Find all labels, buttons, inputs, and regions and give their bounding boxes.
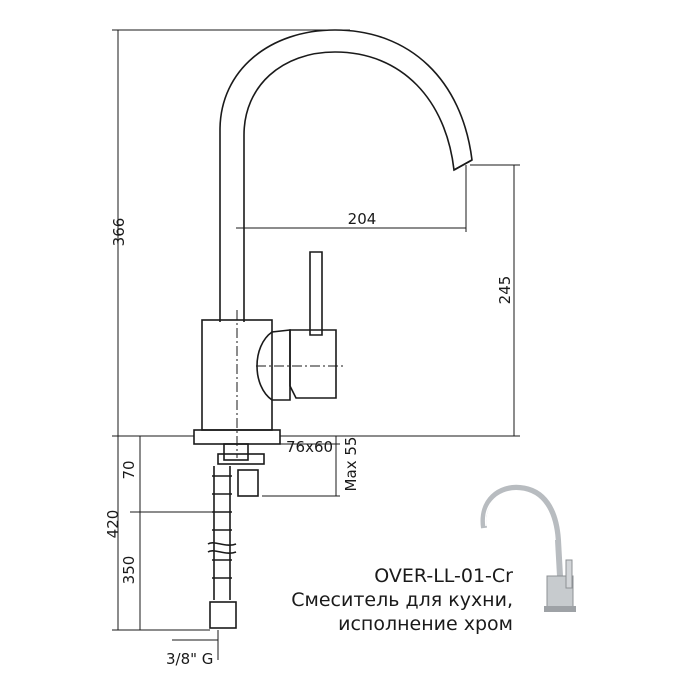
dim-thread-line xyxy=(172,630,219,660)
dimension-labels: 366 204 245 76x60 Max 55 70 420 350 3/8"… xyxy=(104,210,514,668)
handle-bowl xyxy=(256,329,291,401)
hose-fitting xyxy=(209,601,237,629)
dim-245-label: 245 xyxy=(496,276,514,305)
dim-max55-label: Max 55 xyxy=(342,437,360,492)
product-photo xyxy=(480,484,576,612)
dim-76x60-label: 76x60 xyxy=(286,438,333,456)
mounting-nut xyxy=(217,453,265,465)
dim-350-label: 350 xyxy=(120,556,138,585)
photo-spout xyxy=(480,484,563,577)
dim-366-label: 366 xyxy=(110,218,128,247)
thread-label: 3/8" G xyxy=(166,650,213,668)
dim-70-label: 70 xyxy=(120,460,138,479)
hose xyxy=(213,466,231,600)
photo-base xyxy=(544,606,576,612)
dim-204-label: 204 xyxy=(348,210,377,228)
handle-cap xyxy=(289,329,337,399)
dim-366-line xyxy=(112,29,350,437)
dim-420-label: 420 xyxy=(104,510,122,539)
photo-spout-highlight xyxy=(485,490,556,541)
second-hose-fitting xyxy=(237,469,259,497)
center-lines xyxy=(236,310,344,458)
description-line-2: исполнение хром xyxy=(338,613,513,635)
photo-handle xyxy=(565,559,573,589)
hose-break-marks xyxy=(207,542,237,554)
dim-204-line xyxy=(236,165,467,232)
product-caption: OVER-LL-01-Cr Смеситель для кухни, испол… xyxy=(291,564,513,636)
handle-lever xyxy=(309,251,323,336)
dim-245-line xyxy=(280,164,520,437)
description-line-1: Смеситель для кухни, xyxy=(291,589,513,611)
spout-outer-contour xyxy=(219,29,473,322)
dimension-lines xyxy=(112,29,520,660)
dim-70-420-350-lines xyxy=(112,436,214,631)
hose-crimps xyxy=(212,475,232,579)
spout-tip xyxy=(453,159,473,171)
faucet-outline xyxy=(193,29,473,629)
dim-max55-line xyxy=(262,436,340,497)
model-code: OVER-LL-01-Cr xyxy=(374,565,513,587)
shank xyxy=(223,443,249,461)
